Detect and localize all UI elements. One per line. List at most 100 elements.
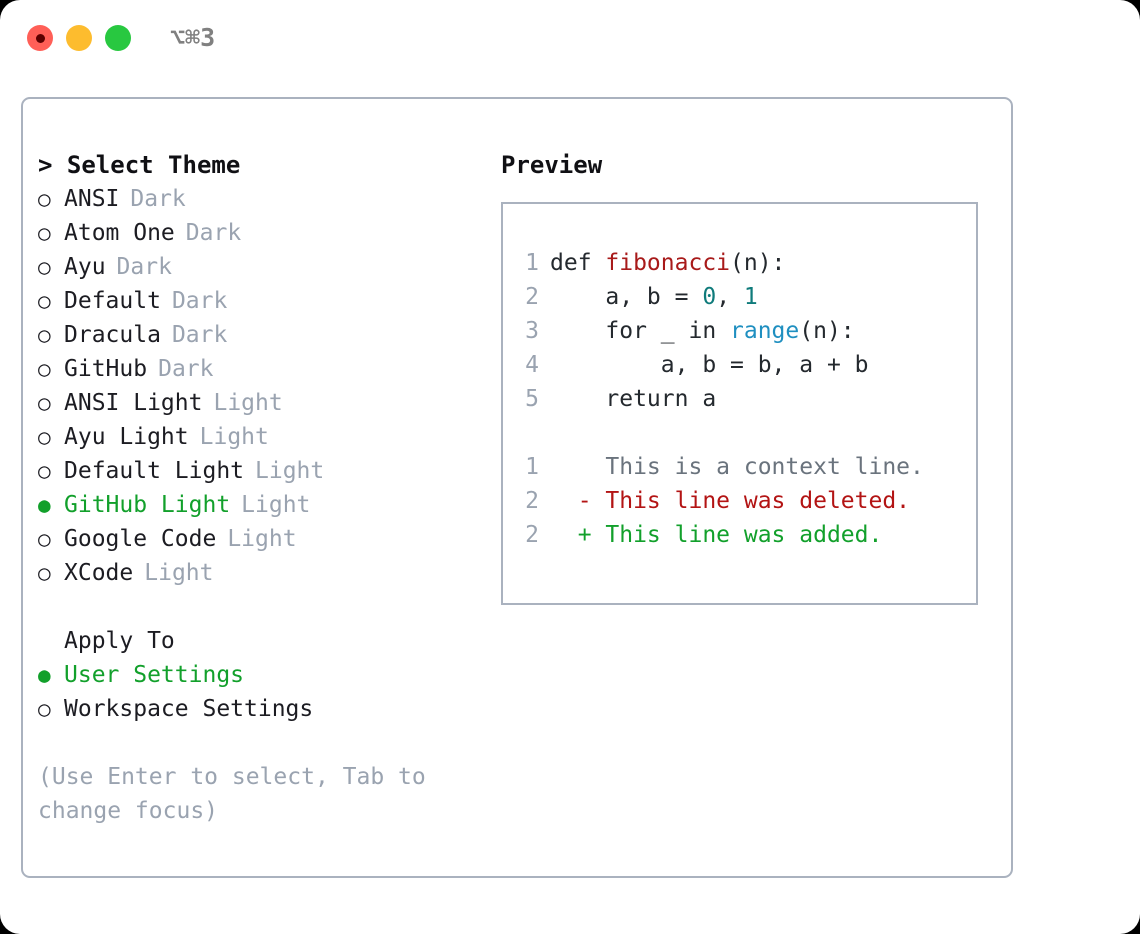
theme-option-kind: Dark	[171, 288, 228, 314]
select-theme-heading: > Select Theme	[38, 151, 241, 179]
apply-to-option-label: Workspace Settings	[64, 696, 314, 722]
apply-to-option-workspace-settings[interactable]: ○ Workspace Settings	[38, 692, 478, 726]
theme-option-kind: Light	[199, 424, 269, 450]
code-line-text: a, b = 0, 1	[550, 280, 758, 314]
theme-option-ansi[interactable]: ○ ANSI Dark	[38, 182, 478, 216]
radio-selected-icon: ●	[38, 663, 51, 687]
theme-option-label: GitHub Light	[64, 492, 231, 518]
keyboard-shortcut-label: ⌥⌘3	[170, 23, 216, 52]
radio-unselected-icon: ○	[38, 425, 51, 449]
apply-to-heading: Apply To	[64, 628, 175, 654]
theme-option-ansi-light[interactable]: ○ ANSI Light Light	[38, 386, 478, 420]
diff-line-text: - This line was deleted.	[550, 488, 911, 514]
theme-option-kind: Dark	[130, 186, 186, 212]
theme-option-google-code[interactable]: ○ Google Code Light	[38, 522, 478, 556]
radio-selected-icon: ●	[38, 493, 51, 517]
code-line-number: 3	[525, 318, 539, 344]
code-token-builtin: range	[730, 318, 800, 344]
radio-unselected-icon: ○	[38, 697, 51, 721]
code-token-plain: (n):	[730, 250, 786, 276]
theme-option-label: ANSI	[64, 186, 120, 212]
code-token-plain: def	[550, 250, 606, 276]
diff-line-text: + This line was added.	[550, 522, 883, 548]
code-line: 1 def fibonacci(n):	[519, 246, 972, 280]
apply-to-option-user-settings[interactable]: ● User Settings	[38, 658, 478, 692]
theme-option-label: Ayu Light	[64, 424, 189, 450]
theme-option-label: Default Light	[64, 458, 245, 484]
code-line-text: a, b = b, a + b	[550, 348, 869, 382]
theme-option-kind: Dark	[171, 322, 228, 348]
theme-option-label: Google Code	[64, 526, 217, 552]
diff-line-number: 2	[525, 488, 539, 514]
radio-unselected-icon: ○	[38, 561, 51, 585]
theme-option-kind: Light	[255, 458, 325, 484]
diff-sample: 1 This is a context line.2 - This line w…	[519, 450, 972, 552]
diff-line-ctx: 1 This is a context line.	[519, 450, 972, 484]
theme-option-default-light[interactable]: ○ Default Light Light	[38, 454, 478, 488]
radio-unselected-icon: ○	[38, 255, 51, 279]
theme-option-label: Atom One	[64, 220, 175, 246]
code-token-plain: return a	[550, 386, 717, 412]
code-diff-spacer	[519, 416, 972, 450]
theme-option-label: XCode	[64, 560, 134, 586]
code-line: 4 a, b = b, a + b	[519, 348, 972, 382]
theme-option-kind: Light	[227, 526, 297, 552]
theme-option-label: Default	[64, 288, 161, 314]
code-line-text: return a	[550, 382, 716, 416]
code-token-plain: ,	[716, 284, 744, 310]
apply-to-option-label: User Settings	[64, 662, 245, 688]
minimize-window-button[interactable]	[66, 25, 92, 51]
code-line-text: def fibonacci(n):	[550, 246, 785, 280]
theme-option-kind: Light	[213, 390, 283, 416]
window-controls	[27, 25, 131, 51]
code-line-number: 5	[525, 386, 539, 412]
theme-option-kind: Dark	[158, 356, 214, 382]
radio-unselected-icon: ○	[38, 459, 51, 483]
radio-unselected-icon: ○	[38, 323, 51, 347]
theme-option-label: GitHub	[64, 356, 148, 382]
theme-option-ayu-light[interactable]: ○ Ayu Light Light	[38, 420, 478, 454]
code-token-num: 1	[743, 284, 758, 310]
diff-line-add: 2 + This line was added.	[519, 518, 972, 552]
theme-option-label: Ayu	[64, 254, 106, 280]
code-line: 5 return a	[519, 382, 972, 416]
diff-line-text: This is a context line.	[550, 454, 924, 480]
radio-unselected-icon: ○	[38, 391, 51, 415]
code-line-text: for _ in range(n):	[550, 314, 855, 348]
radio-unselected-icon: ○	[38, 187, 51, 211]
section-spacer	[38, 590, 478, 624]
code-token-num: 0	[702, 284, 717, 310]
code-line-number: 1	[525, 250, 539, 276]
code-token-plain: a, b =	[550, 284, 703, 310]
apply-to-list: ● User Settings ○ Workspace Settings	[38, 658, 478, 726]
keyboard-hint-text: (Use Enter to select, Tab to change focu…	[38, 764, 426, 824]
diff-line-del: 2 - This line was deleted.	[519, 484, 972, 518]
theme-option-label: Dracula	[64, 322, 161, 348]
code-token-plain: a, b = b, a + b	[550, 352, 869, 378]
theme-option-dracula[interactable]: ○ Dracula Dark	[38, 318, 478, 352]
code-token-plain: (n):	[799, 318, 855, 344]
theme-option-ayu[interactable]: ○ Ayu Dark	[38, 250, 478, 284]
theme-option-default[interactable]: ○ Default Dark	[38, 284, 478, 318]
theme-option-label: ANSI Light	[64, 390, 203, 416]
hint-spacer	[38, 726, 478, 760]
close-window-button[interactable]	[27, 25, 53, 51]
theme-option-kind: Dark	[116, 254, 172, 280]
maximize-window-button[interactable]	[105, 25, 131, 51]
code-line-number: 2	[525, 284, 539, 310]
radio-unselected-icon: ○	[38, 289, 51, 313]
code-line: 3 for _ in range(n):	[519, 314, 972, 348]
radio-unselected-icon: ○	[38, 527, 51, 551]
radio-unselected-icon: ○	[38, 221, 51, 245]
